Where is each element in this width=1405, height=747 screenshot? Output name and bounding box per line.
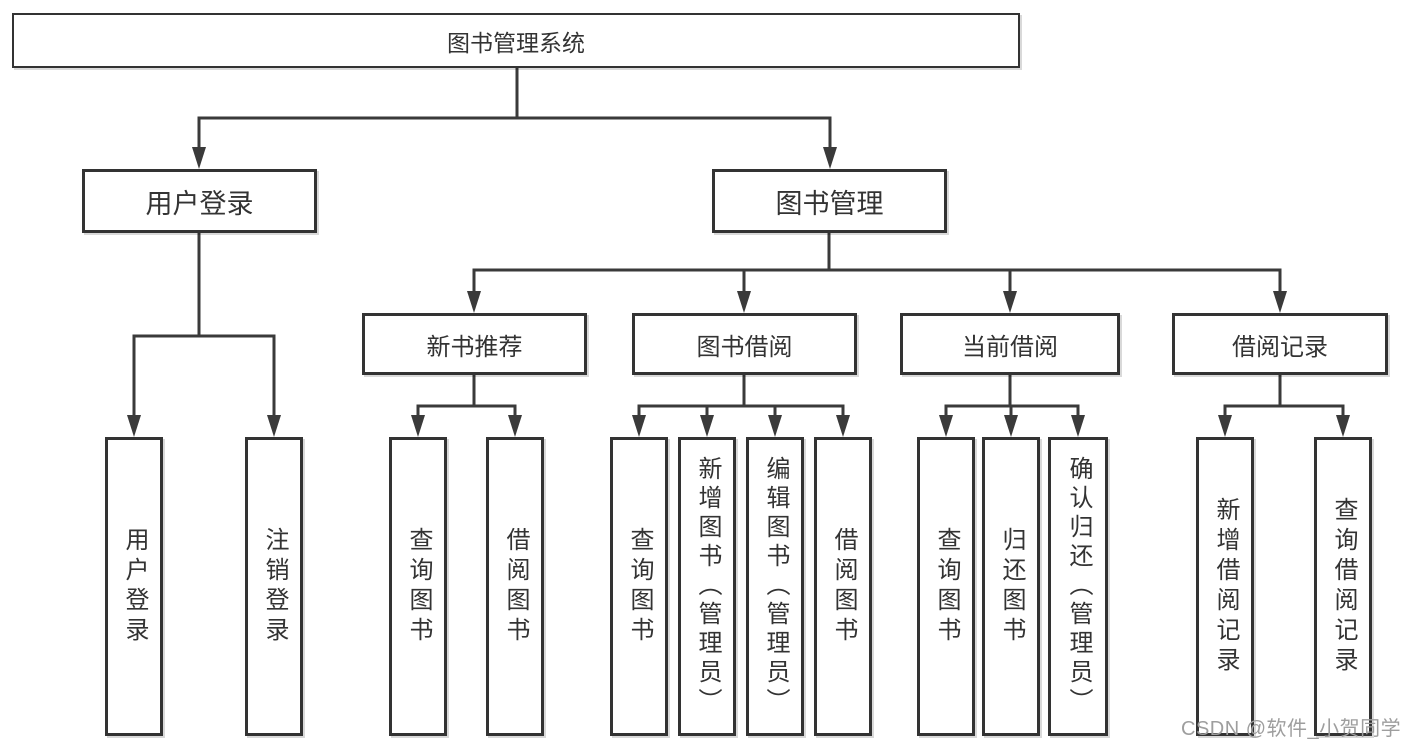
leaf-label: 用户登录 xyxy=(121,526,148,647)
leaf-logout: 注销登录 xyxy=(245,437,303,736)
leaf-label: 新增图书（管理员） xyxy=(694,456,721,717)
leaf-edit-books-admin: 编辑图书（管理员） xyxy=(746,437,804,736)
leaf-borrow-books: 借阅图书 xyxy=(814,437,872,736)
leaf-borrow-books-recommend: 借阅图书 xyxy=(486,437,544,736)
leaf-label: 编辑图书（管理员） xyxy=(762,456,789,717)
leaf-user-login: 用户登录 xyxy=(105,437,163,736)
node-label: 图书管理 xyxy=(775,188,884,219)
leaf-label: 归还图书 xyxy=(998,526,1025,647)
leaf-query-borrow-record: 查询借阅记录 xyxy=(1314,437,1372,736)
node-borrow-records: 借阅记录 xyxy=(1172,313,1388,375)
leaf-label: 注销登录 xyxy=(261,526,288,647)
node-label: 图书管理系统 xyxy=(447,29,585,56)
node-label: 借阅记录 xyxy=(1232,333,1328,361)
leaf-label: 借阅图书 xyxy=(502,526,529,647)
leaf-return-books: 归还图书 xyxy=(982,437,1040,736)
leaf-query-books-current: 查询图书 xyxy=(917,437,975,736)
node-user-login: 用户登录 xyxy=(82,169,317,233)
node-library-management-system: 图书管理系统 xyxy=(12,13,1020,68)
leaf-label: 确认归还（管理员） xyxy=(1065,456,1092,717)
leaf-add-borrow-record: 新增借阅记录 xyxy=(1196,437,1254,736)
leaf-query-books-recommend: 查询图书 xyxy=(389,437,447,736)
leaf-confirm-return-admin: 确认归还（管理员） xyxy=(1048,437,1108,736)
node-label: 图书借阅 xyxy=(696,333,793,361)
leaf-label: 查询图书 xyxy=(405,526,432,647)
leaf-add-books-admin: 新增图书（管理员） xyxy=(678,437,736,736)
leaf-label: 新增借阅记录 xyxy=(1212,496,1239,677)
node-label: 用户登录 xyxy=(145,188,254,219)
node-label: 当前借阅 xyxy=(962,333,1058,361)
leaf-label: 查询借阅记录 xyxy=(1330,496,1357,677)
node-new-book-recommend: 新书推荐 xyxy=(362,313,587,375)
node-current-borrow: 当前借阅 xyxy=(900,313,1120,375)
leaf-query-books-borrow: 查询图书 xyxy=(610,437,668,736)
csdn-watermark: CSDN @软件_小贺同学 xyxy=(1181,718,1402,740)
node-book-management: 图书管理 xyxy=(712,169,947,233)
leaf-label: 查询图书 xyxy=(626,526,653,647)
node-book-borrow: 图书借阅 xyxy=(632,313,857,375)
leaf-label: 借阅图书 xyxy=(830,526,857,647)
leaf-label: 查询图书 xyxy=(933,526,960,647)
node-label: 新书推荐 xyxy=(426,333,523,361)
